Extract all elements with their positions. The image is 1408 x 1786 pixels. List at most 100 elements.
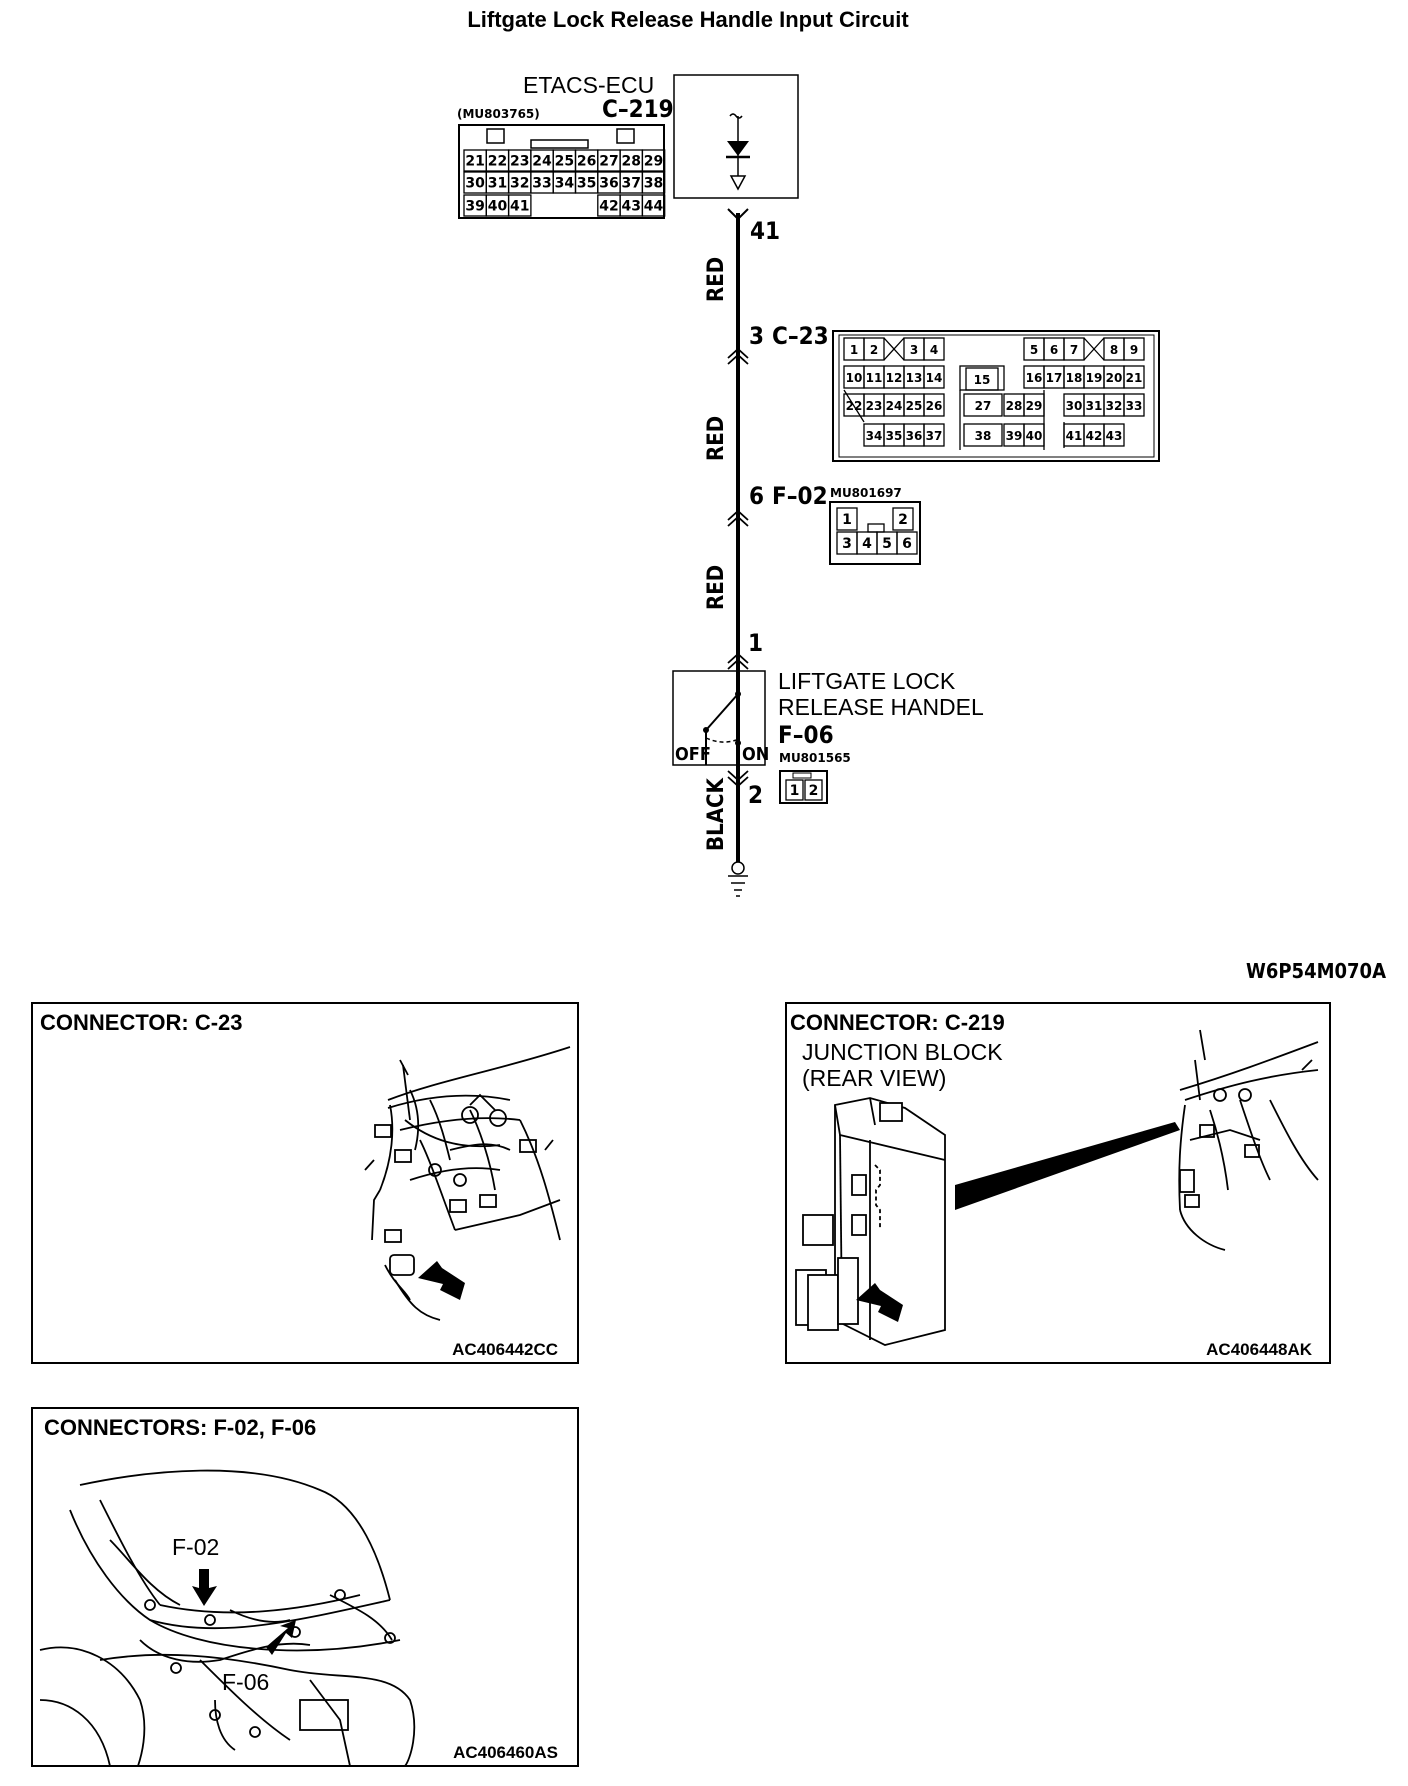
panel-c219-subtitle-1: JUNCTION BLOCK xyxy=(802,1039,1003,1065)
c23-pin-label: 35 xyxy=(886,429,903,443)
ground-arrow-icon xyxy=(729,175,747,191)
c23-pin-cell xyxy=(923,423,945,447)
f02-pin-number: 6 xyxy=(749,482,764,510)
ecu-pin-label: 27 xyxy=(599,154,618,170)
c23-location-arrow-icon xyxy=(418,1261,465,1300)
c219-harness-illustration xyxy=(1178,1029,1319,1251)
c23-pin-label: 8 xyxy=(1110,343,1118,357)
c23-pin-label: 21 xyxy=(1126,371,1143,385)
c23-connector-face: 1234567891011121314151617181920212223242… xyxy=(832,330,1160,462)
c23-pin-label: 34 xyxy=(866,429,883,443)
ecu-pin-label: 41 xyxy=(510,199,529,215)
diagram-title: Liftgate Lock Release Handle Input Circu… xyxy=(467,7,909,32)
c23-connector-id: C–23 xyxy=(772,322,829,350)
c23-pin-label: 33 xyxy=(1126,399,1143,413)
ground-icon xyxy=(728,861,748,897)
ecu-pin-label: 23 xyxy=(510,154,529,170)
wire-color-4: BLACK xyxy=(704,777,729,851)
panel-c23-code: AC406442CC xyxy=(452,1340,558,1359)
ecu-part-number: (MU803765) xyxy=(457,107,540,121)
c23-pin-label: 3 xyxy=(910,343,918,357)
figure-code: W6P54M070A xyxy=(1246,959,1386,983)
c23-pin-label: 17 xyxy=(1046,371,1063,385)
wire-color-1: RED xyxy=(704,257,729,302)
c23-pin-label: 37 xyxy=(926,429,943,443)
ecu-pin-label: 28 xyxy=(622,154,641,170)
f06-pin-label: 2 xyxy=(809,783,819,799)
f02-pin-label: 1 xyxy=(842,512,852,528)
ecu-pin-label: 21 xyxy=(465,154,484,170)
c23-pin-label: 9 xyxy=(1130,343,1138,357)
f06-pin-cell xyxy=(804,779,823,801)
c23-pin-label: 23 xyxy=(866,399,883,413)
ecu-pin-label: 34 xyxy=(555,176,575,192)
c23-pin-label: 19 xyxy=(1086,371,1103,385)
c23-pin-cell xyxy=(1123,337,1145,361)
ecu-pin-label: 31 xyxy=(488,176,507,192)
junction-block-illustration xyxy=(795,1097,946,1346)
f02-pin-label: 2 xyxy=(898,512,908,528)
c23-pin-label: 7 xyxy=(1070,343,1078,357)
switch-contact-icon xyxy=(706,693,739,730)
switch-off-label: OFF xyxy=(675,744,711,765)
ecu-pin-label: 40 xyxy=(488,199,508,215)
f06-location-arrow-icon xyxy=(266,1620,296,1655)
c23-pin-label: 4 xyxy=(930,343,938,357)
c23-pin-cell xyxy=(1103,423,1125,447)
switch-on-label: ON xyxy=(742,744,769,765)
liftgate-switch-box xyxy=(672,670,766,766)
ecu-pin-label: 22 xyxy=(488,154,507,170)
car-rear-illustration xyxy=(39,1469,416,1767)
ecu-pin-label: 43 xyxy=(622,199,641,215)
ecu-pin-label: 36 xyxy=(599,176,618,192)
c23-pin-label: 36 xyxy=(906,429,923,443)
c23-pin-cell xyxy=(963,393,1003,417)
c23-pin-label: 24 xyxy=(886,399,903,413)
c219-wedge-icon xyxy=(955,1122,1180,1210)
wire-color-2: RED xyxy=(704,416,729,461)
f02-connector-id: F–02 xyxy=(772,482,828,510)
connector-break-f06-top xyxy=(727,652,749,670)
c23-pin-label: 11 xyxy=(866,371,883,385)
f02-pin-cell xyxy=(892,507,914,531)
c23-pin-label: 27 xyxy=(975,399,992,413)
wire-color-3: RED xyxy=(704,565,729,610)
c23-pin-cell xyxy=(923,393,945,417)
f02-part-number: MU801697 xyxy=(830,486,902,500)
c23-pin-label: 14 xyxy=(926,371,943,385)
c23-pin-label: 29 xyxy=(1026,399,1043,413)
f02-pin-label: 5 xyxy=(882,536,892,552)
c23-pin-label: 6 xyxy=(1050,343,1058,357)
panel-c219-subtitle-2: (REAR VIEW) xyxy=(802,1065,946,1091)
c23-pin-label: 16 xyxy=(1026,371,1043,385)
ecu-pin-label: 42 xyxy=(599,199,618,215)
c23-pin-label: 20 xyxy=(1106,371,1123,385)
c23-pin-number: 3 xyxy=(749,322,764,350)
f02-key-cell xyxy=(867,523,885,533)
ecu-name: ETACS-ECU xyxy=(523,72,654,98)
c23-pin-label: 39 xyxy=(1006,429,1023,443)
switch-name-line2: RELEASE HANDEL xyxy=(778,694,984,720)
panel-c219-code: AC406448AK xyxy=(1206,1340,1313,1359)
ecu-pin-cell xyxy=(641,194,666,217)
c23-pin-label: 2 xyxy=(870,343,878,357)
connector-break-c23 xyxy=(727,347,749,365)
c23-pin-label: 1 xyxy=(850,343,858,357)
panel-connector-c23: CONNECTOR: C-23 xyxy=(31,1002,579,1364)
f06-location-label: F-06 xyxy=(222,1669,269,1695)
f06-part-number: MU801565 xyxy=(779,751,851,765)
c23-pin-label: 5 xyxy=(1030,343,1038,357)
connector-break-f06-bottom xyxy=(727,770,749,788)
ecu-pin-label: 30 xyxy=(465,176,485,192)
c23-pin-cell xyxy=(1063,337,1085,361)
c23-pin-label: 25 xyxy=(906,399,923,413)
f02-pin-label: 4 xyxy=(862,536,872,552)
f06-connector-id: F–06 xyxy=(778,721,834,749)
ecu-pin-label: 25 xyxy=(555,154,574,170)
switch-pin-bottom: 2 xyxy=(748,781,763,809)
ecu-pin-label: 44 xyxy=(644,199,664,215)
ecu-pin-label: 39 xyxy=(465,199,484,215)
panel-f02-f06-title: CONNECTORS: F-02, F-06 xyxy=(44,1415,316,1440)
